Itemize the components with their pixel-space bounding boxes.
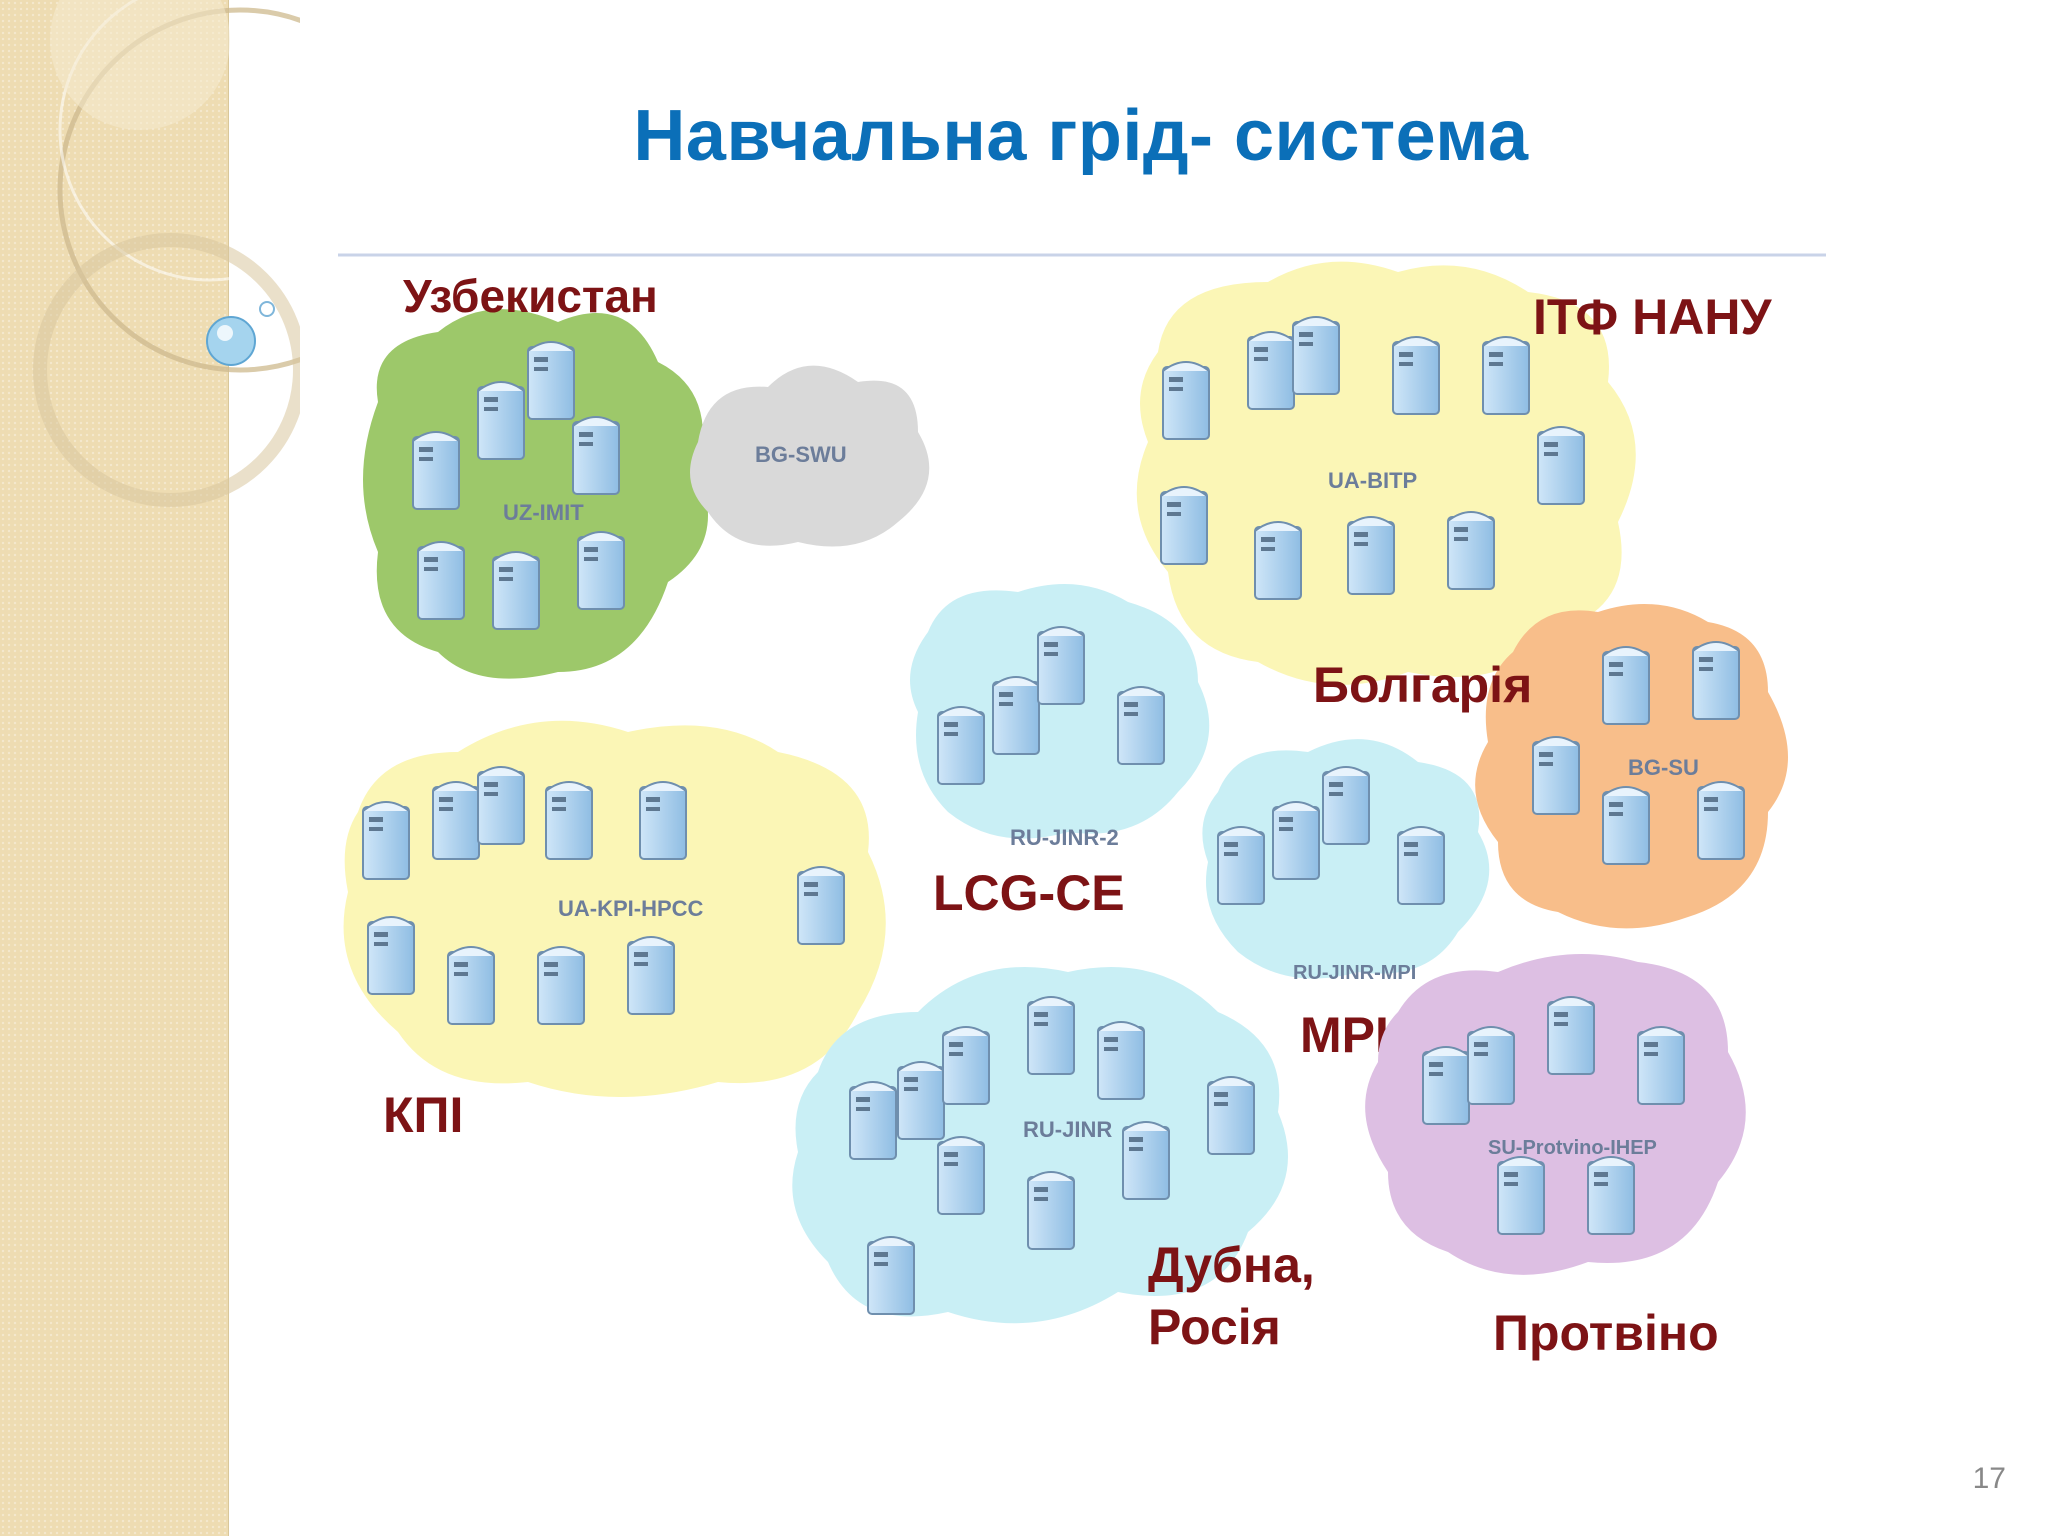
label-protvino: Протвіно [1493,1305,1719,1361]
slide-title: Навчальна грід- система [633,96,1529,176]
cloud-mpi: RU-JINR-MPI [1202,739,1490,984]
cluster-bg-su: BG-SU [1628,755,1699,780]
cluster-uz-imit: UZ-IMIT [503,500,584,525]
cloud-bg-swu: BG-SWU [690,365,930,547]
cloud-lcg: RU-JINR-2 [910,584,1210,850]
cloud-itf: UA-BITP [1136,261,1636,685]
cluster-ua-kpi-hpcc: UA-KPI-HPCC [558,896,704,921]
cloud-bulgaria: BG-SU [1475,604,1788,929]
label-mpi: MPI [1300,1007,1389,1063]
label-uzbekistan: Узбекистан [403,270,658,322]
label-bulgaria: Болгарія [1313,657,1532,713]
label-dubna-line: Дубна, [1148,1237,1315,1293]
label-lcg: LCG-CE [933,865,1125,921]
label-itf: ІТФ НАНУ [1533,289,1772,345]
cluster-su-protvino: SU-Protvino-IHEP [1488,1137,1657,1159]
label-dubna-line: Росія [1148,1299,1281,1355]
cloud-uzbekistan: UZ-IMIT [363,309,708,679]
cluster-bg-swu: BG-SWU [755,442,847,467]
cluster-ua-bitp: UA-BITP [1328,468,1417,493]
cloud-protvino: SU-Protvino-IHEP [1365,954,1746,1275]
cluster-ru-jinr-mpi: RU-JINR-MPI [1293,962,1416,984]
label-kpi: КПІ [383,1087,463,1143]
grid-diagram: UZ-IMIT Узбекистан BG-SWU UA-BITP ІТФ НА… [338,253,1826,1361]
cluster-ru-jinr: RU-JINR [1023,1117,1112,1142]
cloud-dubna: RU-JINR [792,967,1288,1324]
label-dubna: Дубна, Росія [1148,1237,1329,1355]
page-number: 17 [1972,1462,2006,1495]
decorative-circles [33,0,300,507]
cluster-ru-jinr-2: RU-JINR-2 [1010,825,1119,850]
cloud-kpi: UA-KPI-HPCC [343,720,886,1097]
